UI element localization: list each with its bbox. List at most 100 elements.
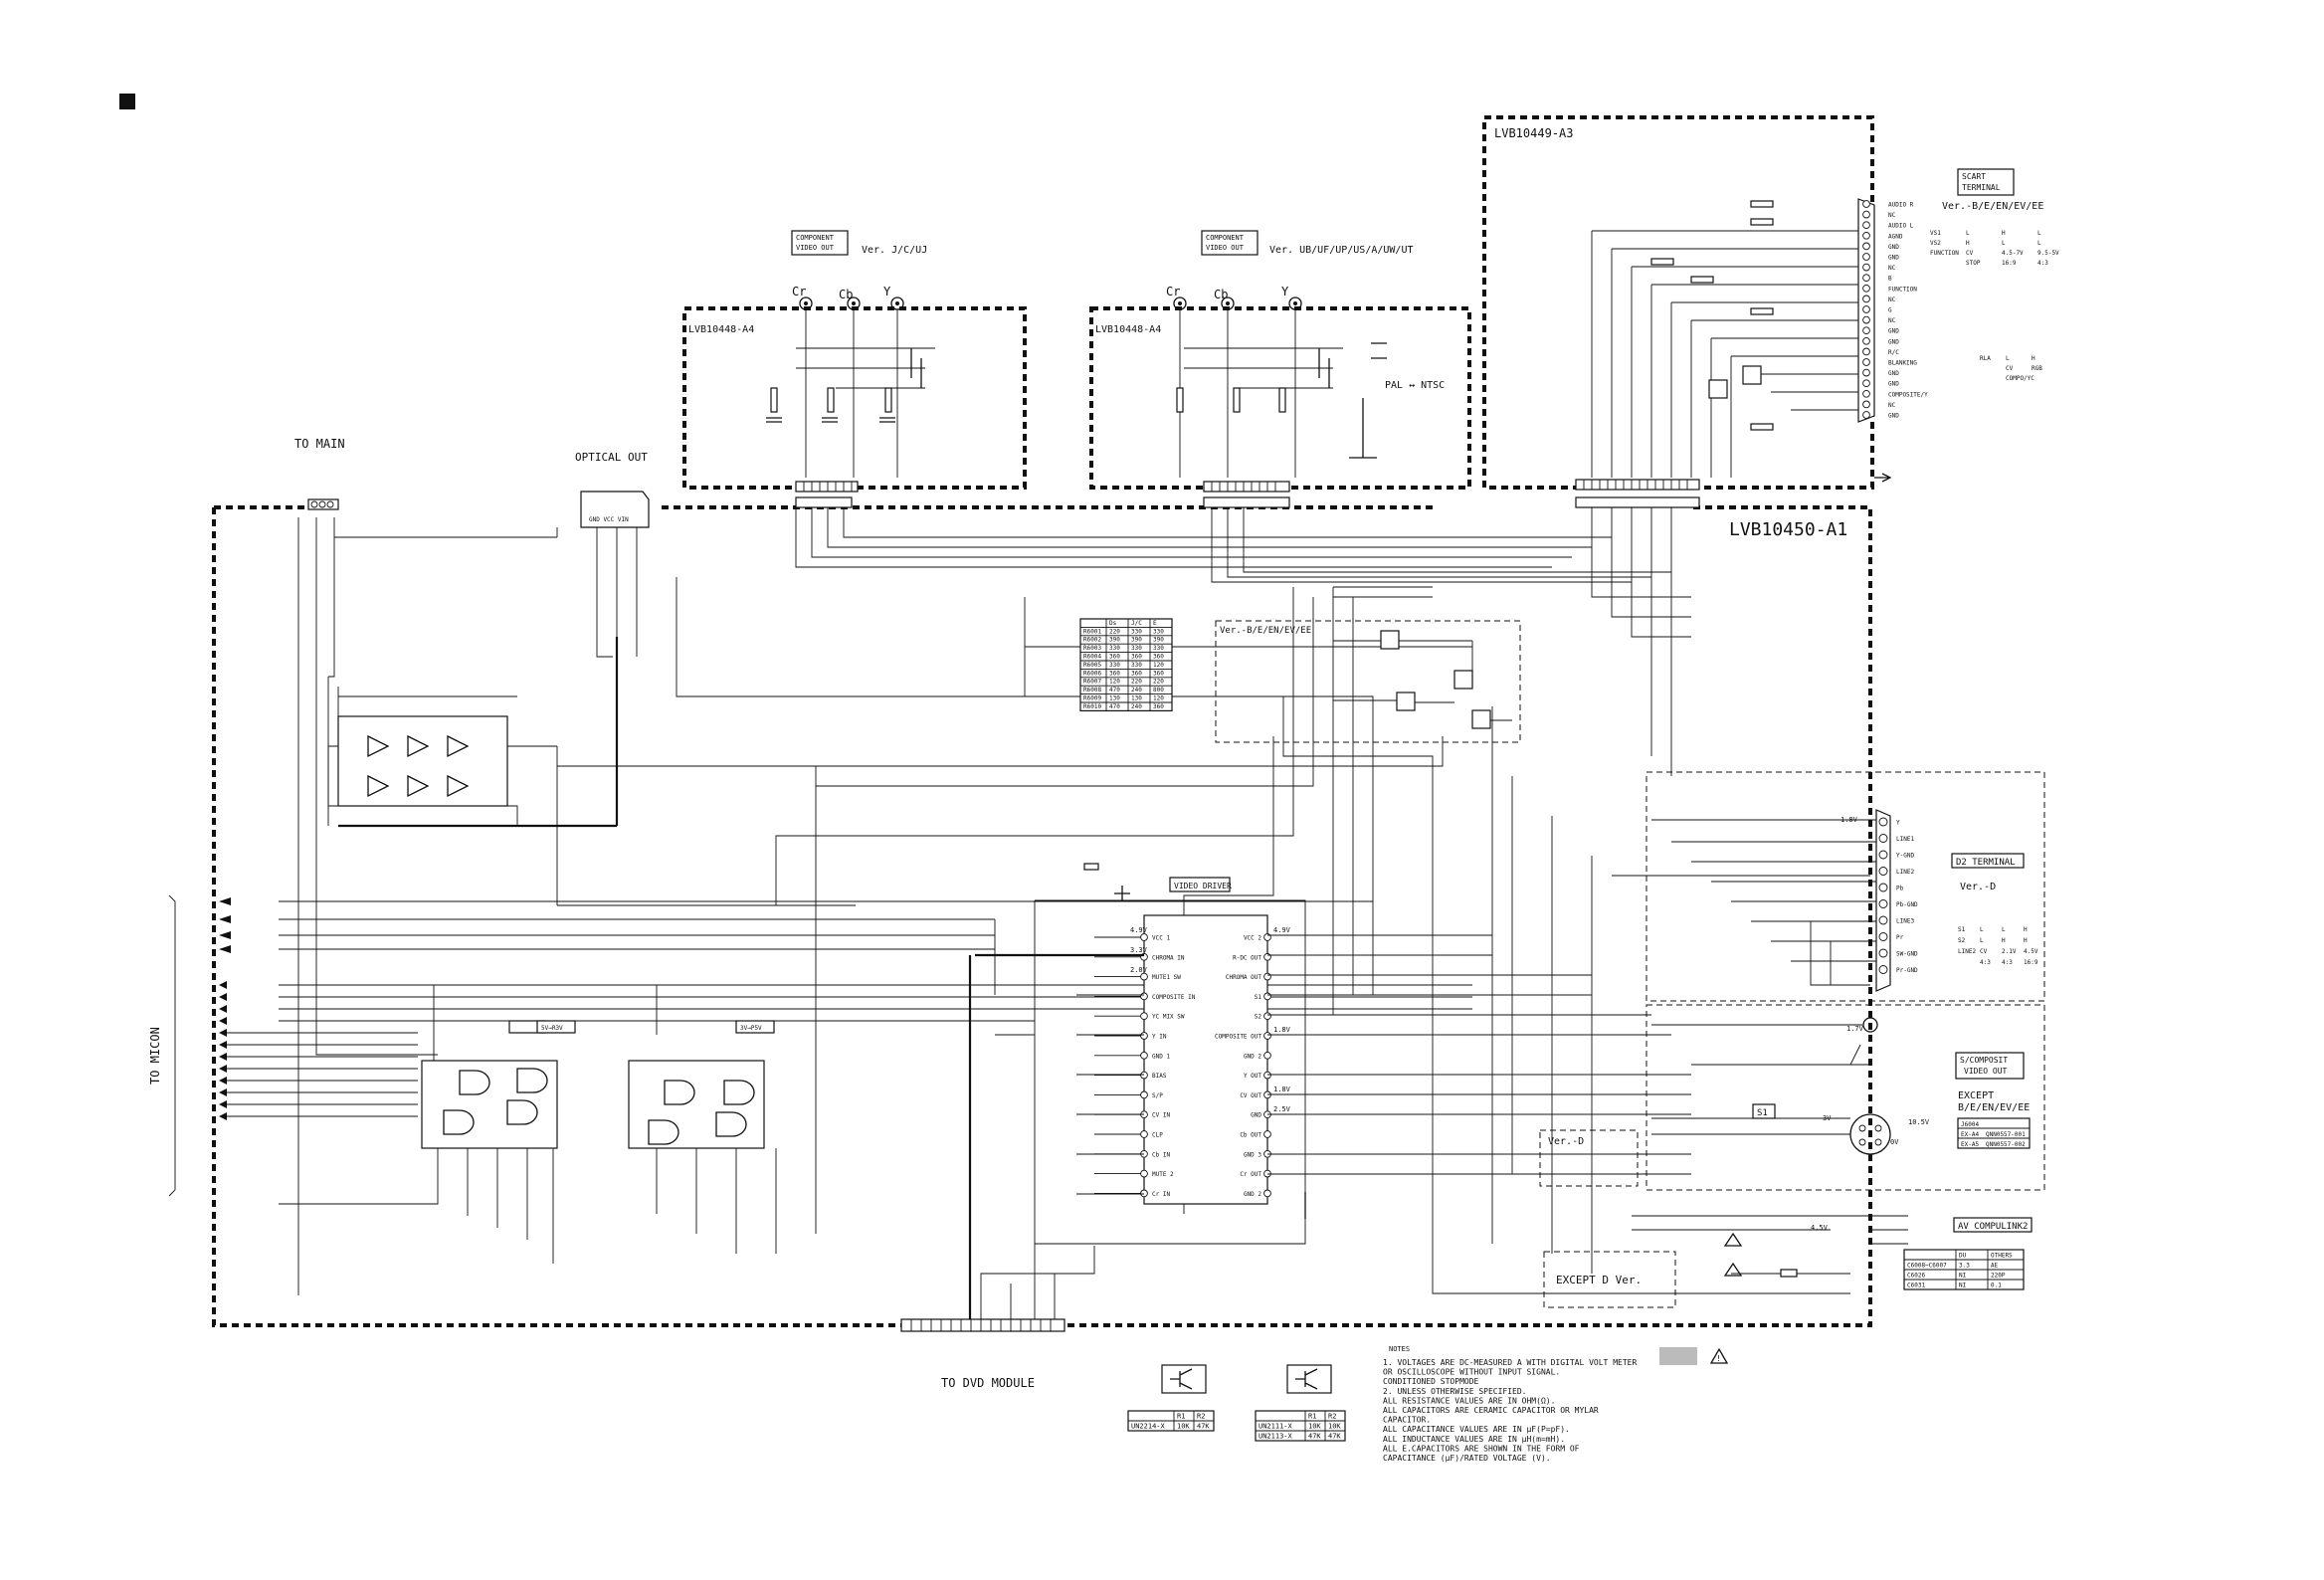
optical-module <box>580 491 650 528</box>
vd-left-pin-label: CHROMA IN <box>1152 954 1185 961</box>
component-right-title-box <box>1201 230 1259 256</box>
table-cell: 470 <box>1109 687 1120 693</box>
svg-text:2.5V: 2.5V <box>1273 1105 1291 1113</box>
svg-text:4.9V: 4.9V <box>1130 926 1148 934</box>
jack-y-left: Y <box>883 285 891 298</box>
scart-table-cell: VS1 <box>1930 230 1941 237</box>
vd-left-pin-label: MUTE1 SW <box>1152 974 1181 981</box>
table-cell: 10K <box>1308 1423 1321 1431</box>
d2-pin-label: Pr-GND <box>1896 967 1918 974</box>
table-cell: 120 <box>1153 662 1164 669</box>
svg-text:COMPONENT: COMPONENT <box>1206 234 1245 242</box>
d2-table-cell: 4.5V <box>2024 948 2038 955</box>
vd-left-pin-label: S/P <box>1152 1092 1163 1099</box>
d2-section-box <box>1646 771 2045 1002</box>
section-marker <box>119 94 135 109</box>
table-cell: AE <box>1991 1263 1999 1270</box>
d2-pin-label: Pb-GND <box>1896 901 1918 908</box>
table-cell: R2 <box>1328 1413 1336 1421</box>
svg-text:VIDEO OUT: VIDEO OUT <box>796 244 835 252</box>
to-main-label: TO MAIN <box>294 437 345 451</box>
table-cell: 390 <box>1109 637 1120 644</box>
notes-line: CONDITIONED STOPMODE <box>1383 1377 1479 1386</box>
svg-text:4.9V: 4.9V <box>1273 926 1291 934</box>
d2-table-cell: L <box>1980 926 1984 933</box>
scart-pin <box>1862 210 1870 219</box>
d2-pin-label: LINE3 <box>1896 918 1914 925</box>
d2-pin <box>1878 899 1888 908</box>
d2-pin <box>1878 817 1888 827</box>
vd-left-pin <box>1140 1032 1148 1040</box>
vd-right-pin-label: Cr OUT <box>1240 1171 1261 1178</box>
vd-right-pin <box>1263 1130 1271 1138</box>
table-cell: 360 <box>1153 703 1164 710</box>
vd-left-pin <box>1140 1169 1148 1178</box>
d2-table-cell: 2.1V <box>2002 948 2017 955</box>
scomposit-part-cell: J6004 <box>1961 1121 1979 1128</box>
component-left-title-box <box>791 230 849 256</box>
av-compulink-label: AV COMPULINK2 <box>1958 1222 2028 1232</box>
vd-right-pin <box>1263 1032 1271 1040</box>
scart-pin-label: GND <box>1888 338 1899 345</box>
except-d-box <box>1543 1251 1676 1308</box>
table-cell: 360 <box>1109 654 1120 661</box>
table-cell: R1 <box>1308 1413 1316 1421</box>
d2-pin <box>1878 915 1888 925</box>
table-cell: 47K <box>1197 1423 1210 1431</box>
scart-rla-cell: L <box>2006 355 2010 362</box>
table-cell: 360 <box>1153 670 1164 677</box>
video-driver-ic <box>1143 914 1268 1205</box>
vd-right-pin-label: COMPOSITE OUT <box>1215 1034 1261 1041</box>
scart-table-cell: L <box>1966 230 1970 237</box>
notes-line: ALL INDUCTANCE VALUES ARE IN μH(m=mH). <box>1383 1435 1565 1444</box>
jack-cb-right: Cb <box>1214 288 1228 301</box>
scart-pin-label: R/C <box>1888 349 1899 356</box>
vd-left-pin <box>1140 1071 1148 1080</box>
jack-y-right: Y <box>1281 285 1289 298</box>
table-cell: 220 <box>1109 628 1120 635</box>
transistor-symbol-1 <box>1161 1364 1207 1394</box>
vd-left-pin <box>1140 1090 1148 1099</box>
vd-right-pin <box>1263 1071 1271 1080</box>
video-driver-title-box <box>1169 877 1231 892</box>
table-cell: 220 <box>1153 679 1164 686</box>
svg-text:10.5V: 10.5V <box>1908 1118 1930 1126</box>
logic-ic-top-left <box>337 715 508 807</box>
table-cell: 0.1 <box>1991 1283 2002 1289</box>
scart-pin-label: NC <box>1888 296 1896 303</box>
d2-pin <box>1878 965 1888 974</box>
vd-left-pin-label: MUTE 2 <box>1152 1171 1174 1178</box>
shaded-marker <box>1659 1347 1697 1365</box>
component-left-resistors <box>766 387 895 423</box>
av-compulink-box <box>1953 1217 2033 1233</box>
vd-right-pin-label: Cb OUT <box>1240 1132 1261 1139</box>
table-cell: C6031 <box>1907 1283 1925 1289</box>
scart-rla-cell: RGB <box>2032 365 2042 372</box>
d2-version: Ver.-D <box>1960 882 1996 892</box>
vd-right-pin-label: GND 3 <box>1244 1151 1261 1158</box>
table-cell: 120 <box>1153 695 1164 702</box>
a1-header-row <box>795 496 1700 508</box>
notes-line: ALL CAPACITANCE VALUES ARE IN μF(P=pF). <box>1383 1425 1570 1434</box>
scart-pin <box>1862 411 1870 419</box>
table-cell: 220 <box>1131 679 1142 686</box>
notes-line: ALL E.CAPACITORS ARE SHOWN IN THE FORM O… <box>1383 1444 1580 1453</box>
except-d-label: EXCEPT D Ver. <box>1556 1274 1642 1286</box>
vd-left-pin <box>1140 1130 1148 1138</box>
table-cell: R1 <box>1177 1413 1185 1421</box>
table-cell: R6010 <box>1083 703 1101 710</box>
table-cell: 330 <box>1131 662 1142 669</box>
scart-pin <box>1862 253 1870 261</box>
vd-left-pin-label: CLP <box>1152 1132 1163 1139</box>
board-a3-label: LVB10449-A3 <box>1494 126 1573 140</box>
svg-text:3.3V: 3.3V <box>1130 946 1148 954</box>
scart-pin <box>1862 379 1870 388</box>
table-cell: 360 <box>1153 654 1164 661</box>
vd-right-pin-label: S1 <box>1255 994 1262 1001</box>
table-cell: 10K <box>1177 1423 1190 1431</box>
table-cell: R6005 <box>1083 662 1101 669</box>
d2-pin-label: Pr <box>1896 934 1904 941</box>
